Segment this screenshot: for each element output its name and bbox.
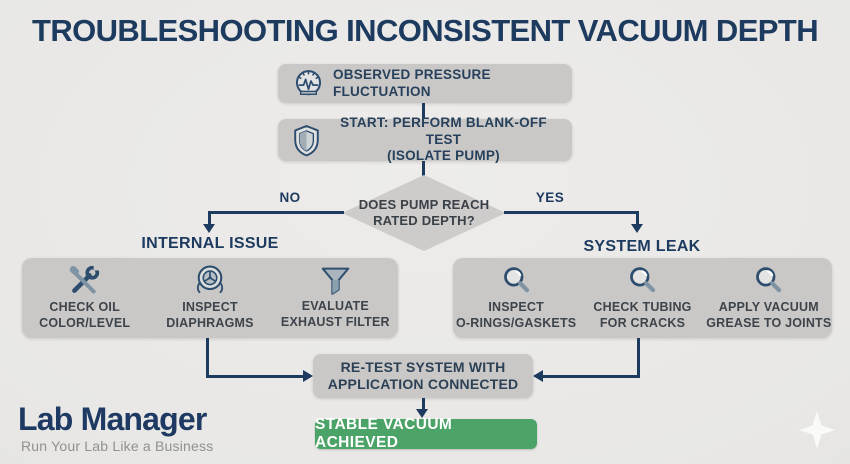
sparkle-icon xyxy=(799,411,835,449)
item-line2: FOR CRACKS xyxy=(599,316,686,330)
flow-node-label: START: PERFORM BLANK-OFF TEST (ISOLATE P… xyxy=(329,115,572,164)
shield-icon xyxy=(292,124,321,157)
connector-leak-horizontal xyxy=(543,375,640,378)
item-line1: INSPECT xyxy=(182,300,238,315)
internal-issue-header: INTERNAL ISSUE xyxy=(141,235,279,252)
panel-item-vacuum-grease: APPLY VACUUM GREASE TO JOINTS xyxy=(706,264,832,331)
connector-start-to-decision xyxy=(422,161,425,176)
internal-issue-panel: CHECK OIL COLOR/LEVEL xyxy=(22,258,398,338)
start-label-line2: (ISOLATE PUMP) xyxy=(387,148,500,164)
item-line2: COLOR/LEVEL xyxy=(39,316,131,330)
funnel-icon xyxy=(319,265,352,296)
flow-node-observed-pressure: OBSERVED PRESSURE FLUCTUATION xyxy=(278,64,572,103)
connector-leak-down xyxy=(637,338,640,378)
item-line1: EVALUATE xyxy=(301,299,369,314)
item-label: APPLY VACUUM GREASE TO JOINTS xyxy=(706,300,831,331)
arrow-right-icon xyxy=(303,370,313,382)
arrow-down-icon xyxy=(631,224,643,233)
panel-item-inspect-diaphragms: INSPECT DIAPHRAGMS xyxy=(147,264,272,331)
connector-internal-horizontal xyxy=(206,375,303,378)
start-label-line1: START: PERFORM BLANK-OFF TEST xyxy=(340,115,547,147)
item-label: CHECK OIL COLOR/LEVEL xyxy=(39,300,130,331)
flow-node-retest: RE-TEST SYSTEM WITH APPLICATION CONNECTE… xyxy=(313,354,533,398)
decision-label: DOES PUMP REACH RATED DEPTH? xyxy=(342,175,506,251)
connector-no-vertical xyxy=(208,211,211,225)
magnifier-icon xyxy=(752,264,785,297)
retest-line1: RE-TEST SYSTEM WITH xyxy=(340,358,506,375)
item-line1: INSPECT xyxy=(488,300,544,315)
connector-internal-down xyxy=(206,338,209,378)
item-line1: CHECK TUBING xyxy=(593,300,692,315)
diaphragm-icon xyxy=(192,264,228,297)
arrow-down-icon xyxy=(203,224,215,233)
item-line2: DIAPHRAGMS xyxy=(166,316,254,330)
connector-retest-to-success xyxy=(422,398,425,410)
system-leak-panel: INSPECT O-RINGS/GASKETS CHECK TUBING FOR… xyxy=(453,258,832,338)
flow-node-start-blankoff: START: PERFORM BLANK-OFF TEST (ISOLATE P… xyxy=(278,115,572,163)
page-title: TROUBLESHOOTING INCONSISTENT VACUUM DEPT… xyxy=(31,13,819,48)
retest-label: RE-TEST SYSTEM WITH APPLICATION CONNECTE… xyxy=(313,359,533,394)
connector-yes-vertical xyxy=(636,211,639,225)
item-label: INSPECT O-RINGS/GASKETS xyxy=(456,300,576,331)
connector-observed-to-start xyxy=(422,103,425,119)
panel-item-check-oil: CHECK OIL COLOR/LEVEL xyxy=(22,264,147,331)
item-line2: EXHAUST FILTER xyxy=(280,315,390,329)
decision-line2: RATED DEPTH? xyxy=(373,213,475,228)
logo-tagline: Run Your Lab Like a Business xyxy=(21,438,214,454)
system-leak-header: SYSTEM LEAK xyxy=(583,238,701,255)
arrow-down-icon xyxy=(416,409,428,418)
item-label: EVALUATE EXHAUST FILTER xyxy=(281,299,390,330)
tools-icon xyxy=(66,264,103,297)
yes-label: YES xyxy=(535,190,565,205)
arrow-left-icon xyxy=(533,370,543,382)
panel-item-exhaust-filter: EVALUATE EXHAUST FILTER xyxy=(273,265,398,330)
flow-node-label: OBSERVED PRESSURE FLUCTUATION xyxy=(333,67,491,99)
connector-no-horizontal xyxy=(208,211,344,214)
connector-yes-horizontal xyxy=(504,211,639,214)
success-node: STABLE VACUUM ACHIEVED xyxy=(315,416,537,451)
item-line1: CHECK OIL xyxy=(49,300,120,315)
retest-line2: APPLICATION CONNECTED xyxy=(327,376,519,392)
lab-manager-logo: Lab Manager xyxy=(18,401,207,437)
item-line2: O-RINGS/GASKETS xyxy=(455,316,577,330)
item-label: CHECK TUBING FOR CRACKS xyxy=(593,300,691,331)
panel-item-tubing: CHECK TUBING FOR CRACKS xyxy=(579,264,705,331)
gauge-icon xyxy=(292,67,325,100)
item-line2: GREASE TO JOINTS xyxy=(706,316,832,330)
decision-line1: DOES PUMP REACH xyxy=(358,196,490,212)
magnifier-icon xyxy=(626,264,659,297)
no-label: NO xyxy=(279,190,301,205)
item-line1: APPLY VACUUM xyxy=(718,300,819,315)
panel-item-orings: INSPECT O-RINGS/GASKETS xyxy=(453,264,579,331)
item-label: INSPECT DIAPHRAGMS xyxy=(166,300,253,331)
magnifier-icon xyxy=(500,264,533,297)
